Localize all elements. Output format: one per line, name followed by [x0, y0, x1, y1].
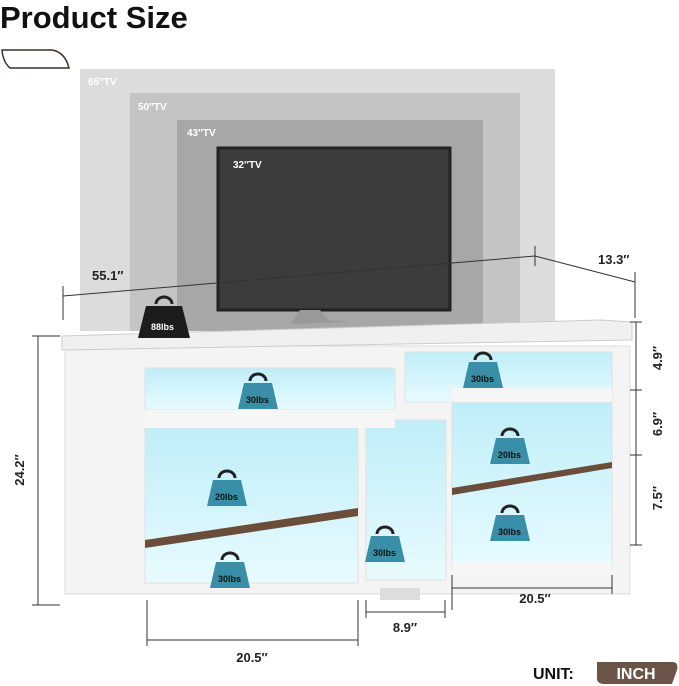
top-shelf-height: 4.9″: [650, 346, 665, 370]
tv-label-65: 65″TV: [88, 77, 117, 88]
glass-shelf-left: [145, 508, 358, 548]
svg-text:30lbs: 30lbs: [498, 527, 521, 537]
weight-left-upper: 30lbs: [236, 372, 280, 411]
weight-center: 30lbs: [363, 525, 407, 564]
unit-label: UNIT:: [533, 666, 574, 683]
svg-text:30lbs: 30lbs: [246, 395, 269, 405]
width-dimension-line: [62, 246, 636, 320]
svg-text:30lbs: 30lbs: [373, 548, 396, 558]
height-dimension-line: [32, 335, 60, 606]
tv-stand: [290, 310, 350, 324]
weight-left-shelf: 20lbs: [205, 469, 249, 508]
glass-shelf-right: [452, 462, 612, 495]
title-underline-shape: [1, 49, 70, 69]
bottom-width-lines: [146, 575, 613, 646]
height-label: 24.2″: [12, 454, 27, 486]
shelf-height-lines: [630, 321, 642, 546]
svg-text:20lbs: 20lbs: [215, 492, 238, 502]
svg-text:30lbs: 30lbs: [471, 374, 494, 384]
low-shelf-height: 7.5″: [650, 486, 665, 510]
cabinet-top: [61, 319, 633, 351]
weight-left-bottom: 30lbs: [208, 551, 252, 590]
tv-32: [216, 146, 452, 312]
tv-label-50: 50″TV: [138, 102, 167, 113]
weight-right-bottom: 30lbs: [488, 504, 532, 543]
unit-badge: [596, 662, 678, 684]
width-label: 55.1″: [92, 268, 124, 283]
svg-text:30lbs: 30lbs: [218, 574, 241, 584]
left-width-label: 20.5″: [236, 650, 268, 665]
tv-label-32: 32″TV: [233, 160, 262, 171]
svg-text:20lbs: 20lbs: [498, 450, 521, 460]
unit-value: INCH: [616, 666, 655, 683]
page-title: Product Size: [0, 0, 188, 35]
weight-right-shelf: 20lbs: [488, 427, 532, 466]
weight-right-upper: 30lbs: [461, 351, 505, 390]
weight-88lbs: 88lbs: [138, 295, 190, 338]
depth-label: 13.3″: [598, 252, 630, 267]
center-width-label: 8.9″: [393, 620, 417, 635]
mid-shelf-height: 6.9″: [650, 412, 665, 436]
right-width-label: 20.5″: [519, 591, 551, 606]
svg-text:88lbs: 88lbs: [151, 322, 174, 332]
tv-label-43: 43″TV: [187, 128, 216, 139]
